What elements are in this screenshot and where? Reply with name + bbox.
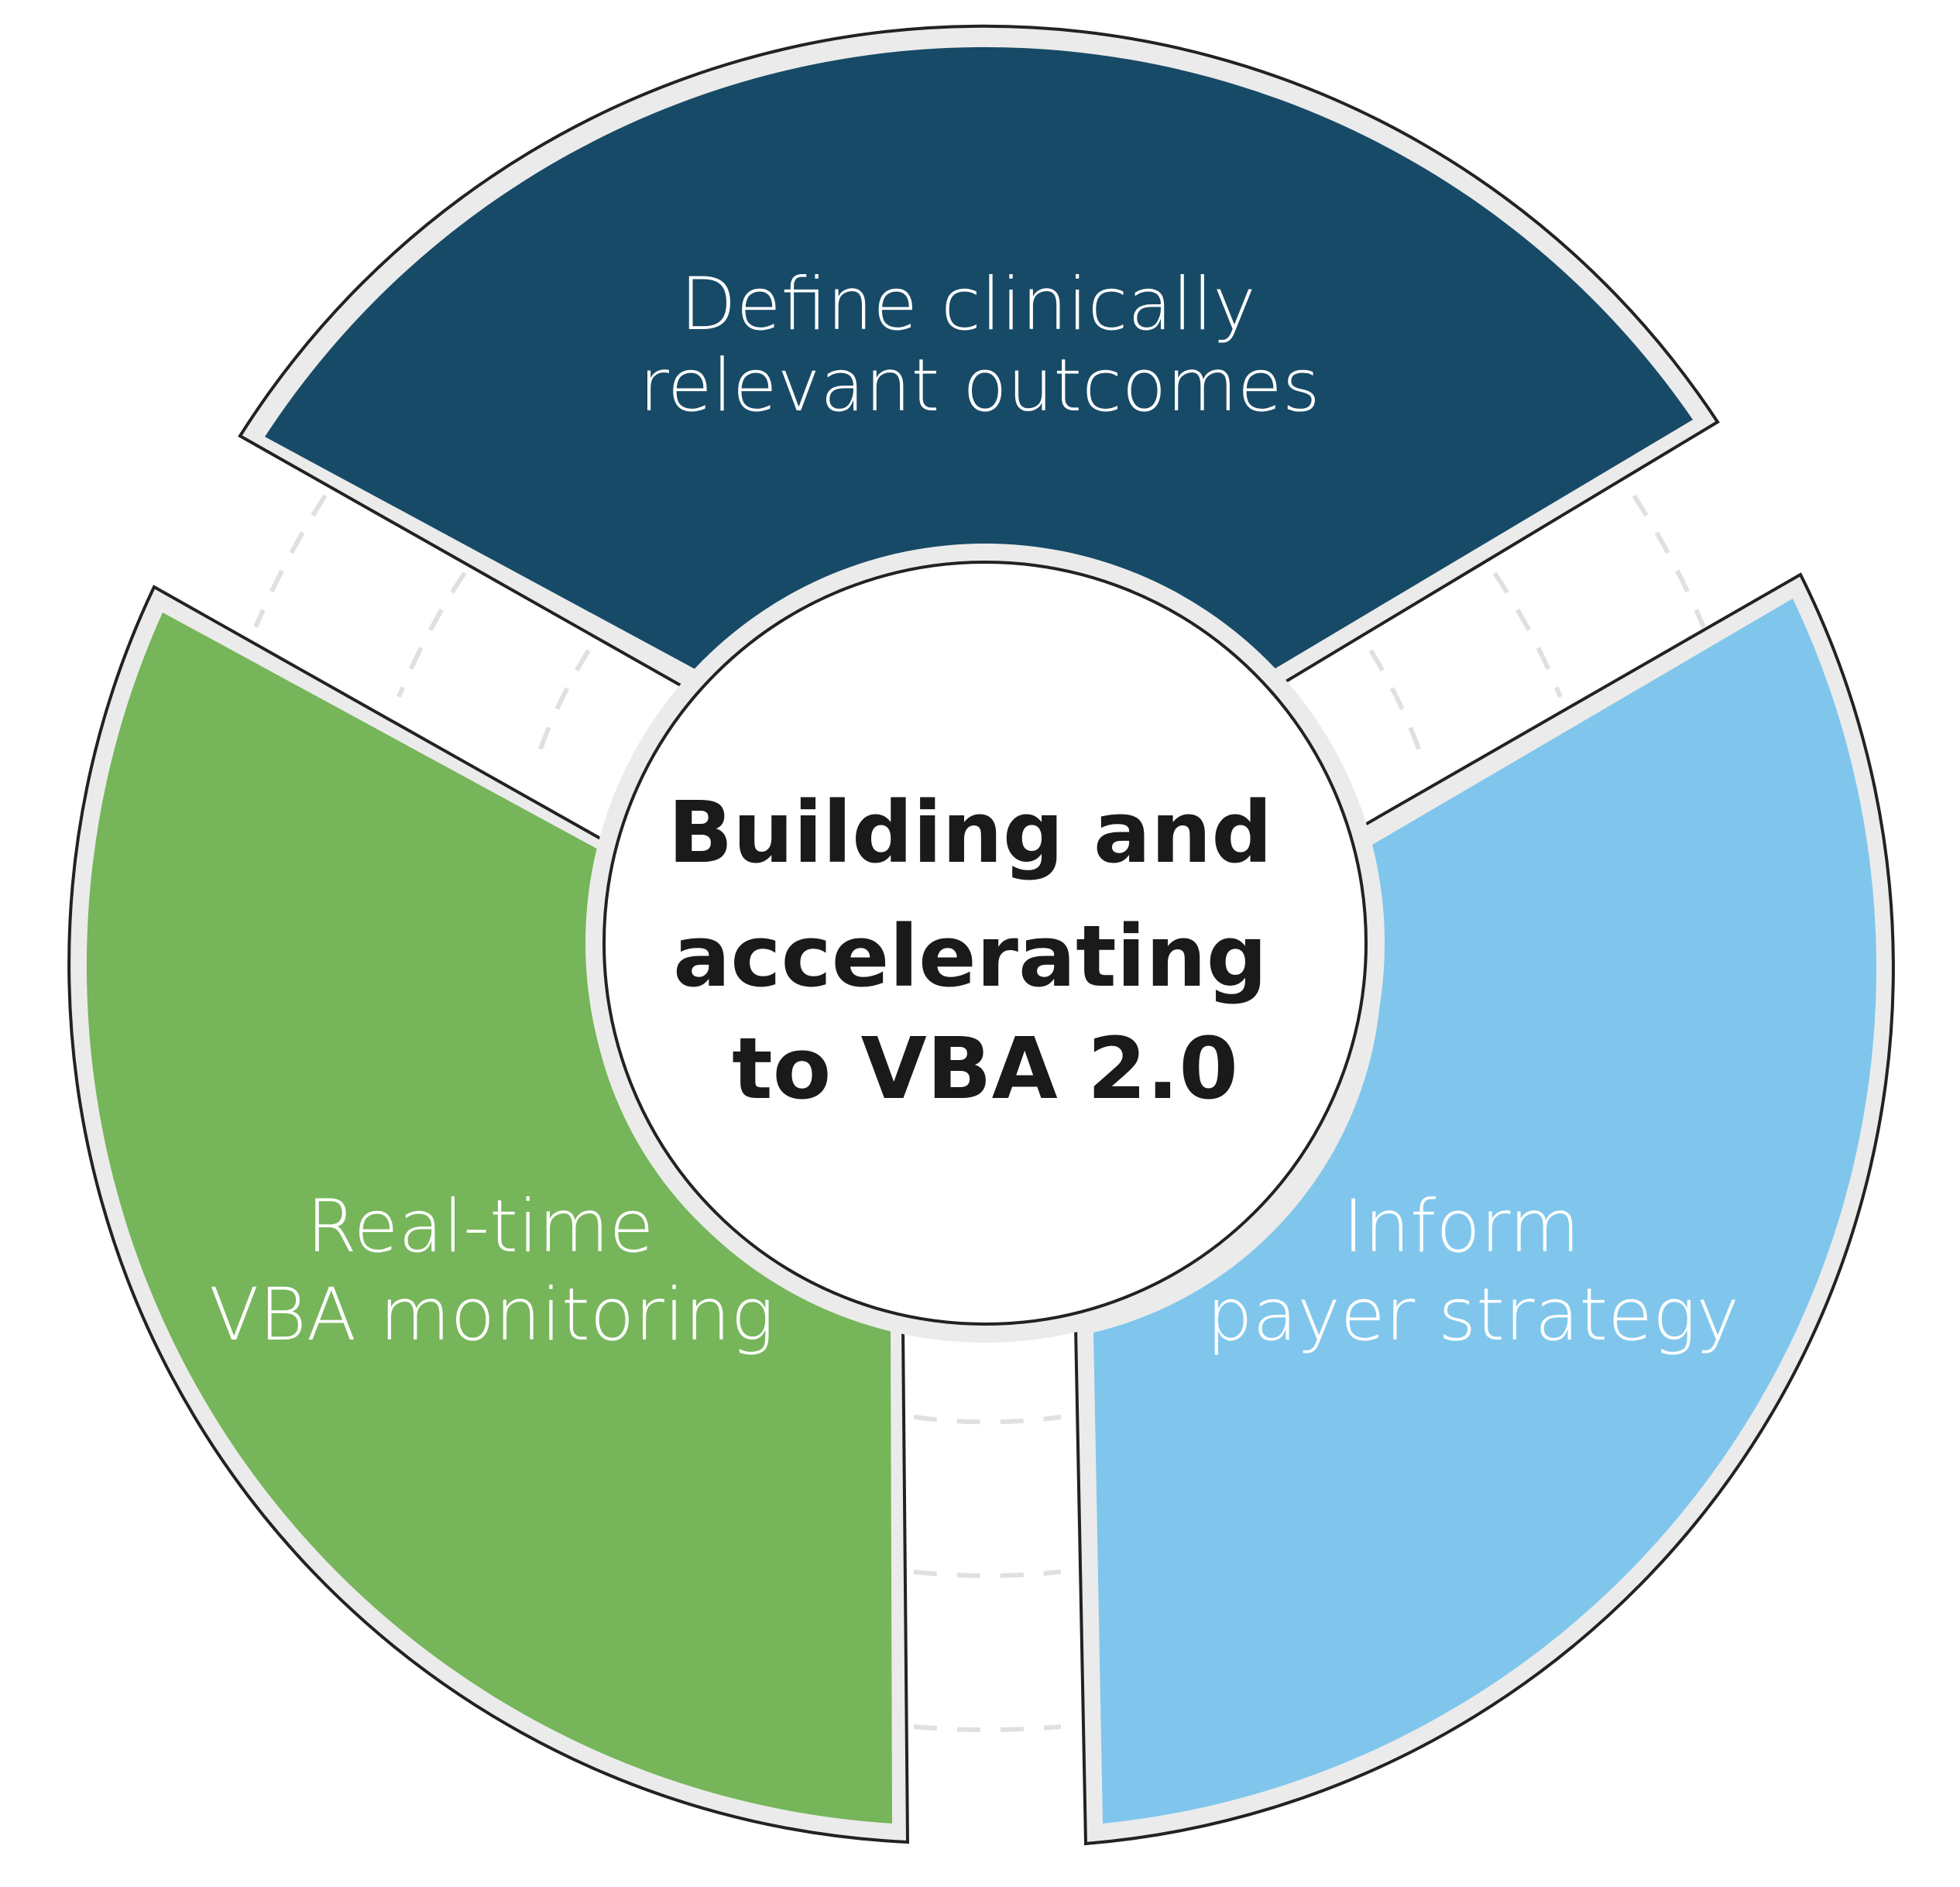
dashed-arc-right-mid [1492,571,1563,698]
center-title-line-1: Building and [668,783,1273,882]
dashed-arc-right-inner [1368,649,1427,767]
segment-left-label-line-2: VBA monitoring [209,1273,774,1357]
center-title: Building and accelerating to VBA 2.0 [668,783,1303,1118]
dashed-arc-left-inner [532,649,591,767]
dashed-arc-bottom-outer [913,1724,1062,1732]
segment-left-label-line-1: Real-time [307,1185,654,1269]
dashed-arc-right-outer [1632,494,1706,629]
gap-dashed-arcs [253,494,1706,1732]
dashed-arc-left-mid [396,571,467,698]
segment-right-label-line-2: payer strategy [1207,1273,1739,1357]
segment-right [1073,572,1895,1846]
center-hub [585,544,1385,1343]
dashed-arc-left-outer [253,494,328,629]
dashed-arc-bottom-mid [913,1570,1062,1579]
segment-left-shape [86,612,892,1824]
center-circle [602,561,1368,1326]
center-title-line-2: accelerating [673,907,1267,1006]
segment-right-label: Inform payer strategy [1207,1185,1739,1357]
segment-top-label-line-2: relevant outcomes [639,344,1320,428]
segment-right-label-line-1: Inform [1343,1185,1580,1269]
segment-top-shape [265,46,1693,678]
segment-right-shape [1093,599,1876,1824]
center-title-line-3: to VBA 2.0 [732,1019,1238,1118]
dashed-arc-bottom-inner [913,1415,1062,1425]
segment-top [238,24,1720,698]
segment-top-label: Define clinically relevant outcomes [639,262,1320,428]
segment-left-label: Real-time VBA monitoring [209,1185,774,1357]
segment-top-label-line-1: Define clinically [680,262,1255,347]
